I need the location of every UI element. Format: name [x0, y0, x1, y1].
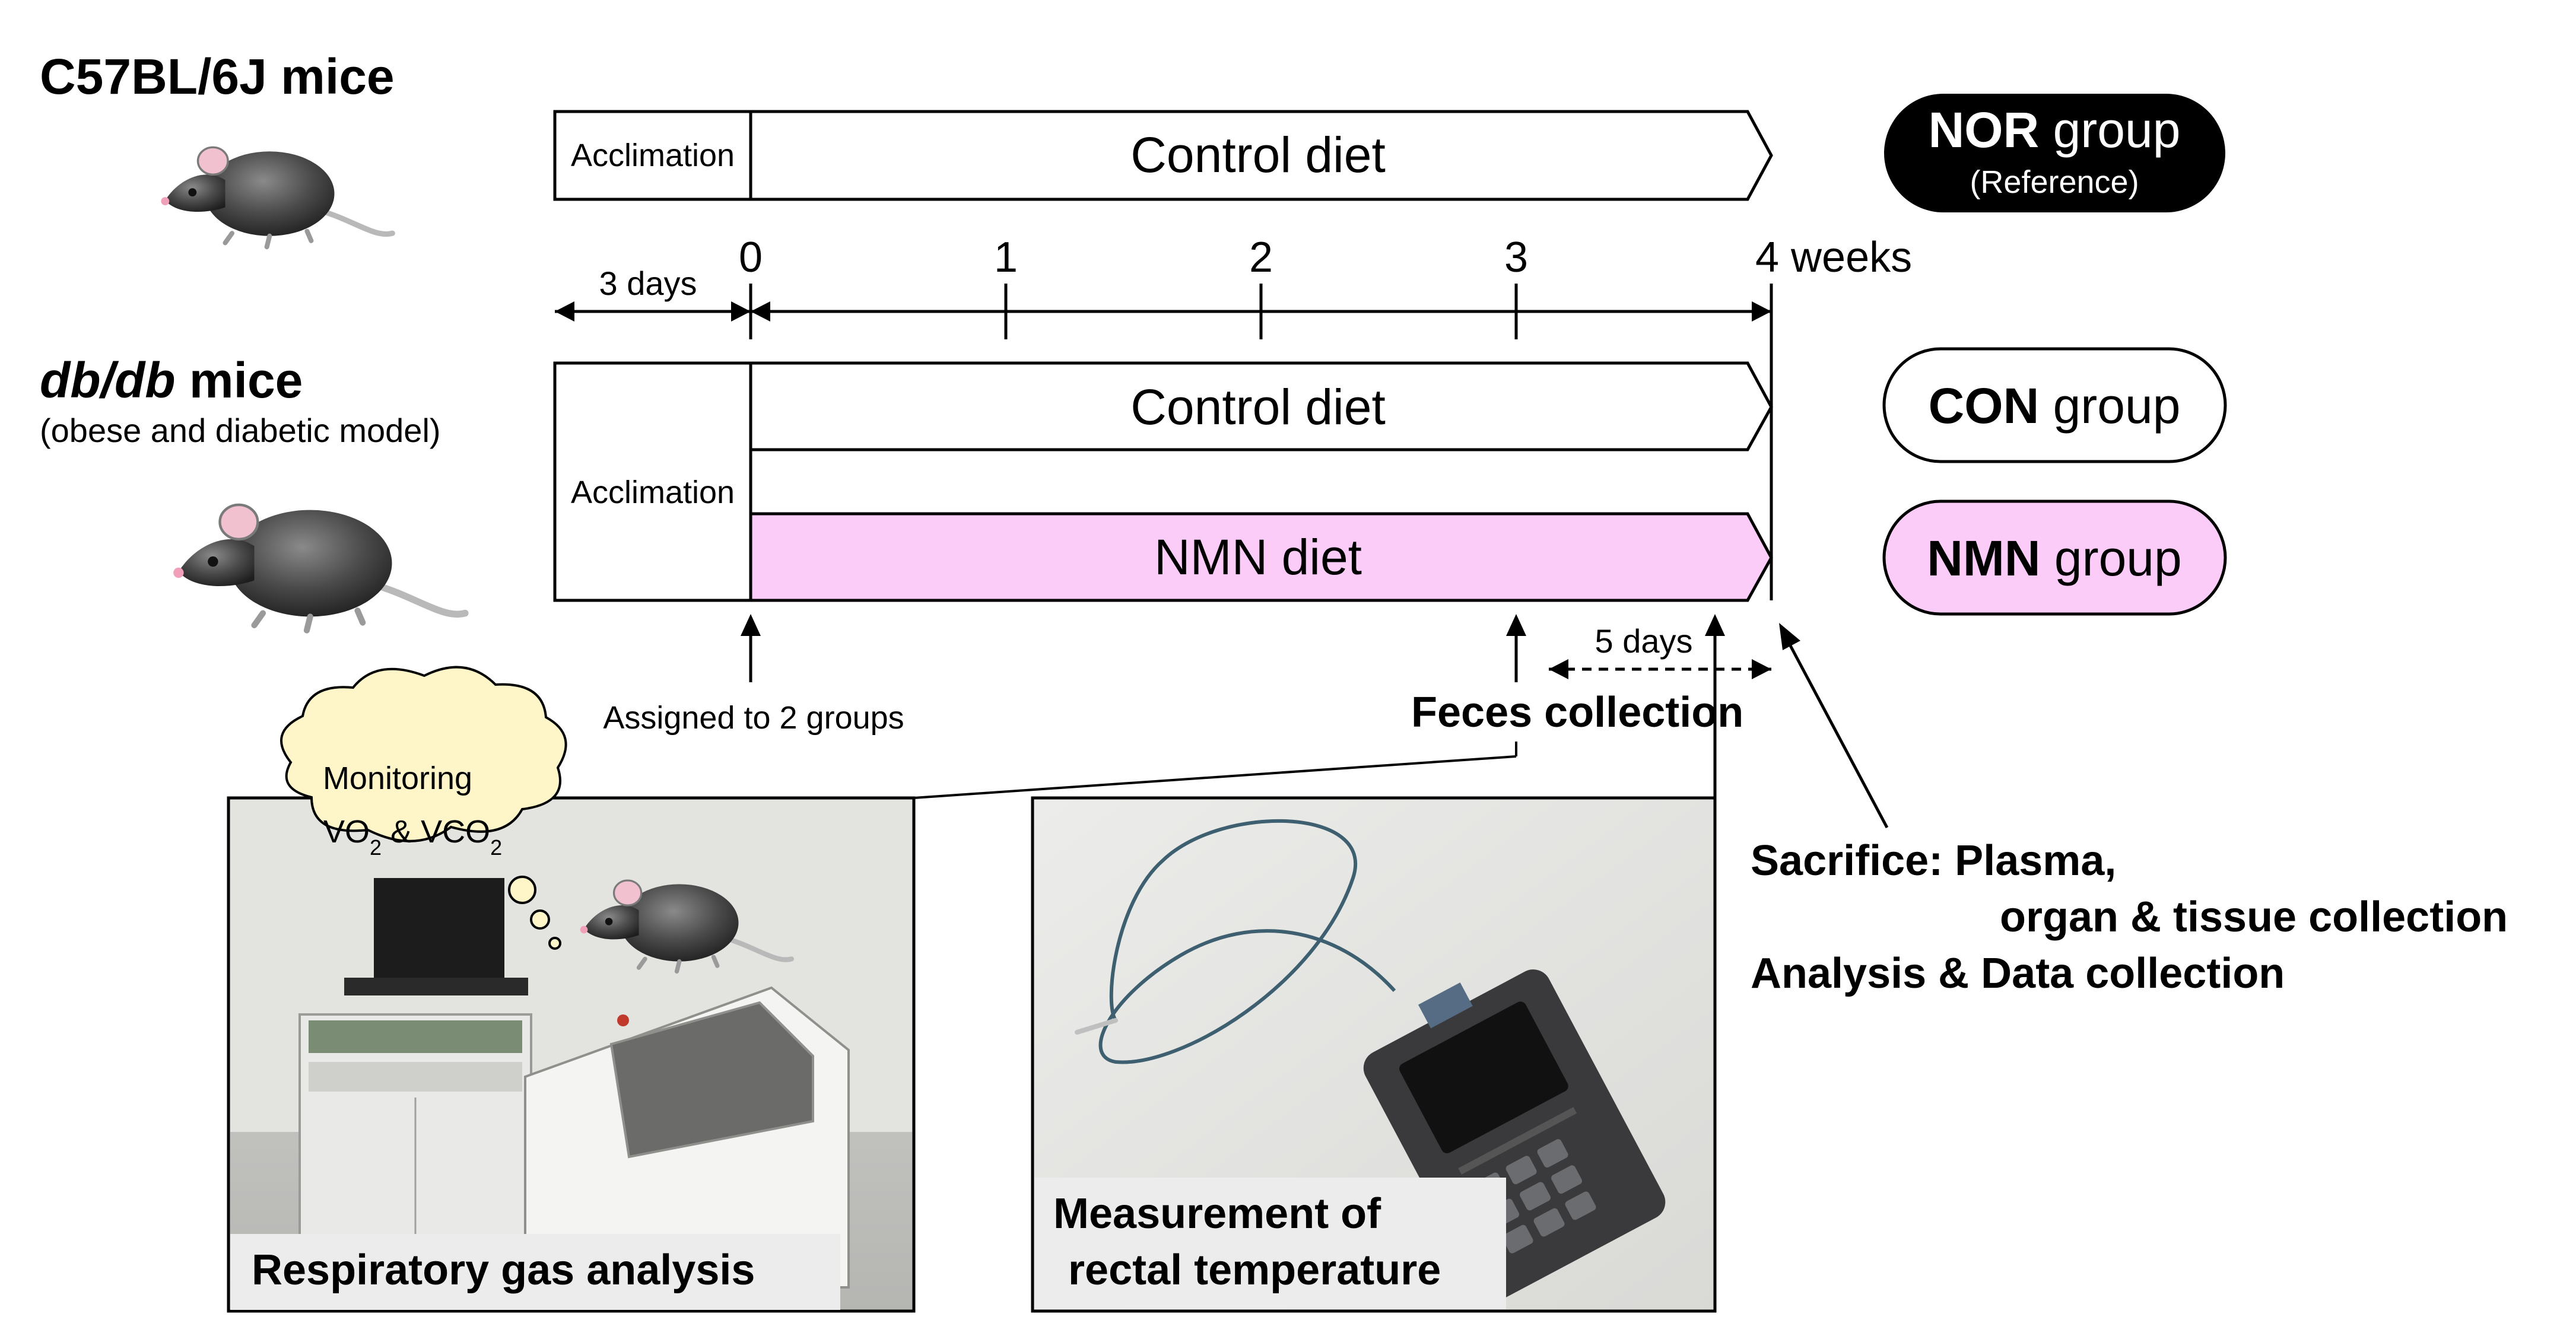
acclimation-span: 3 days: [555, 265, 751, 322]
acclimation-bar-bottom: [553, 361, 752, 602]
chamber-screen: [609, 1001, 814, 1159]
c57-mouse-image: [161, 147, 392, 247]
probe-cable: [1098, 819, 1396, 1064]
temperature-arrow: [1705, 614, 1725, 801]
acclimation-span-label: 3 days: [599, 265, 697, 302]
timeline-axis: 0 1 2 3 4 weeks: [739, 234, 1912, 600]
temperature-caption-line1: Measurement of: [1053, 1190, 1381, 1238]
axis-left-arrowhead: [751, 301, 770, 322]
sacrifice-line-2: organ & tissue collection: [2000, 893, 2508, 941]
thought-bubble: [280, 666, 567, 842]
sampling-span-label: 5 days: [1595, 622, 1693, 660]
control-diet-label-top: Control diet: [1130, 127, 1386, 183]
nmn-diet-label: NMN diet: [1154, 529, 1362, 585]
sampling-span: 5 days: [1549, 622, 1771, 679]
sacrifice-line-1: Sacrifice: Plasma,: [1751, 837, 2116, 885]
sacrifice-line-3: Analysis & Data collection: [1751, 950, 2285, 997]
axis-right-arrowhead: [1752, 301, 1771, 322]
laptop-base: [344, 978, 528, 995]
c57-strain-title: C57BL/6J mice: [40, 49, 395, 104]
control-diet-bar-bottom: [749, 361, 1773, 451]
thermometer-display: [1399, 1001, 1568, 1153]
svg-text:NMN group: NMN group: [1927, 530, 2181, 586]
laptop-screen: [374, 878, 504, 979]
svg-text:CON group: CON group: [1929, 378, 2181, 434]
nor-group-note: (Reference): [1970, 164, 2139, 200]
tick-label-1: 1: [994, 234, 1018, 281]
db-timeline-rows: Acclimation Control diet NMN diet: [553, 361, 1773, 602]
gas-analysis-caption: Respiratory gas analysis: [252, 1246, 755, 1294]
tick-label-2: 2: [1249, 234, 1273, 281]
acclimation-label-top: Acclimation: [571, 138, 735, 173]
feces-collection-label: Feces collection: [1411, 689, 1743, 736]
respiratory-gas-photo: Monitoring VO2 & VCO2 Respiratory gas an…: [227, 666, 916, 1313]
tick-label-0: 0: [739, 234, 763, 281]
nmn-group-badge: NMN group: [1882, 500, 2227, 616]
c57-timeline-row: Acclimation Control diet: [553, 110, 1773, 201]
assignment-arrow: Assigned to 2 groups: [603, 614, 904, 736]
control-diet-bar-top: [749, 110, 1773, 201]
rectal-temperature-photo: Measurement of rectal temperature: [1031, 796, 1717, 1313]
con-group-badge: CON group: [1882, 347, 2227, 463]
tick-label-4-weeks: 4 weeks: [1755, 234, 1912, 281]
svg-text:NOR group: NOR group: [1929, 102, 2181, 158]
feces-arrow-week3: [1506, 614, 1526, 682]
db-mouse-image: [173, 505, 465, 631]
acclimation-label-bottom: Acclimation: [571, 475, 735, 510]
bubble-text-line1: Monitoring: [323, 761, 472, 796]
nmn-diet-bar: [749, 512, 1773, 602]
assigned-label: Assigned to 2 groups: [603, 700, 904, 736]
control-diet-label-bottom: Control diet: [1130, 379, 1386, 435]
db-strain-title: db/db mice: [40, 352, 303, 408]
temperature-probe: [1075, 1018, 1118, 1035]
tick-label-3: 3: [1504, 234, 1528, 281]
nor-group-badge: NOR group (Reference): [1884, 94, 2225, 212]
acclimation-bar-top: [553, 110, 752, 201]
db-strain-subtitle: (obese and diabetic model): [40, 412, 441, 449]
temperature-caption-line2: rectal temperature: [1068, 1246, 1441, 1294]
sacrifice-arrow: [1779, 623, 1889, 829]
